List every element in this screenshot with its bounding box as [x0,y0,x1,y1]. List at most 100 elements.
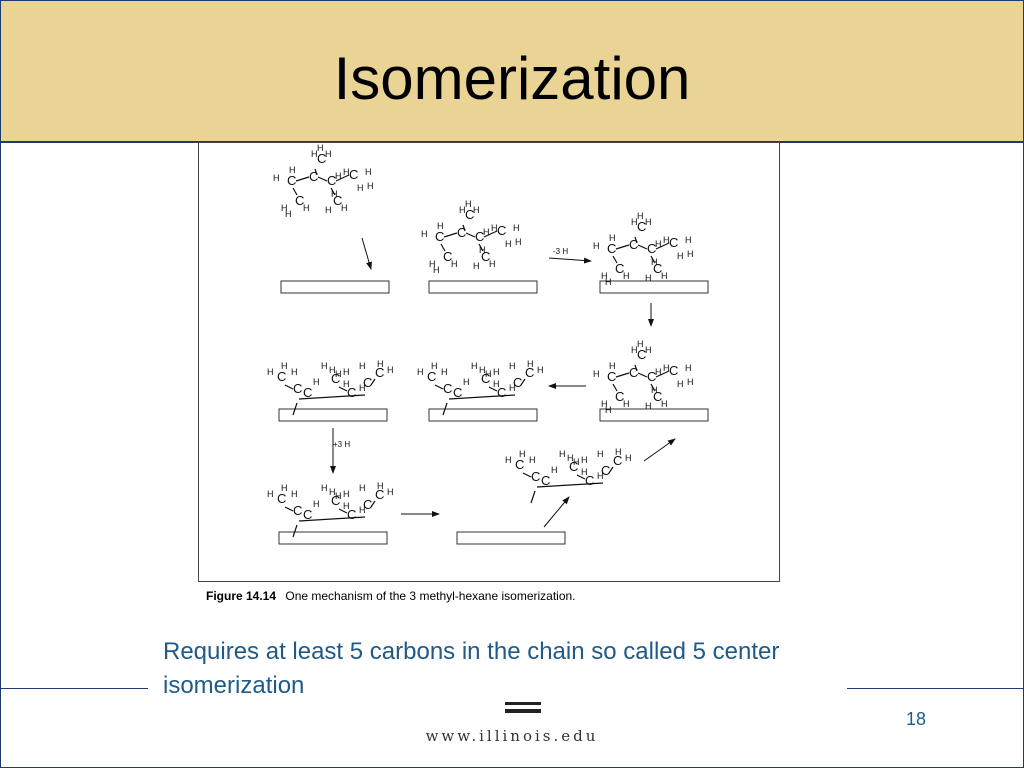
surface-4 [278,408,388,422]
bond [442,402,448,416]
carbon-atom: C [615,389,624,404]
carbon-atom: C [331,493,340,508]
bond [608,466,614,474]
carbon-atom: C [293,381,302,396]
minus-3h-label: -3 H [553,247,568,256]
bond [522,472,532,478]
catalyst-surfaces [278,280,709,545]
carbon-atom: C [333,193,342,208]
bond [637,244,648,250]
hydrogen-atom: H [519,449,526,459]
bond [650,255,656,264]
carbon-atom: C [475,229,484,244]
carbon-atom: C [295,193,304,208]
carbon-atom: C [303,507,312,522]
hydrogen-atom: H [359,483,366,493]
hydrogen-atom: H [527,359,534,369]
hydrogen-atom: H [663,363,670,373]
carbon-atom: C [647,369,656,384]
hydrogen-atom: H [341,203,348,213]
hydrogen-atom: H [321,483,328,493]
hydrogen-atom: H [267,489,274,499]
hydrogen-atom: H [291,367,298,377]
carbon-atom: C [647,241,656,256]
figure-caption-text: One mechanism of the 3 methyl-hexane iso… [285,589,576,603]
hydrogen-atom: H [493,379,500,389]
hydrogen-atom: H [687,377,694,387]
surface-2 [428,280,538,294]
bond [462,224,466,232]
bond [634,236,638,244]
footer-url: www.illinois.edu [425,727,599,745]
carbon-atom: C [427,369,436,384]
hydrogen-atom: H [655,239,662,249]
hydrogen-atom: H [637,211,644,221]
university-logo-icon [505,702,541,713]
hydrogen-atom: H [465,199,472,209]
hydrogen-atom: H [597,449,604,459]
hydrogen-atom: H [625,453,632,463]
bond [292,187,298,196]
hydrogen-atom: H [661,271,668,281]
carbon-atom: C [653,389,662,404]
carbon-atom: C [601,463,610,478]
hydrogen-atom: H [609,361,616,371]
hydrogen-atom: H [459,205,466,215]
hydrogen-atom: H [509,361,516,371]
bond [655,242,670,250]
hydrogen-atom: H [493,367,500,377]
carbon-atom: C [669,363,678,378]
hydrogen-atom: H [273,173,280,183]
hydrogen-atom: H [479,245,486,255]
hydrogen-atom: H [623,399,630,409]
hydrogen-atom: H [593,241,600,251]
hydrogen-atom: H [359,505,366,515]
carbon-atom: C [363,497,372,512]
hydrogen-atom: H [317,143,324,153]
carbon-atom: C [607,241,616,256]
carbon-atom: C [629,365,638,380]
hydrogen-atom: H [645,345,652,355]
body-text: Requires at least 5 carbons in the chain… [163,638,780,699]
figure-caption-label: Figure 14.14 [206,589,277,603]
bond [576,474,586,480]
carbon-atom: C [541,473,550,488]
hydrogen-atom: H [559,449,566,459]
hydrogen-atom: H [489,259,496,269]
hydrogen-atom: H [291,489,298,499]
hydrogen-atom: H [593,369,600,379]
hydrogen-atom: H [505,239,512,249]
surface-5 [428,408,538,422]
carbon-atom: C [435,229,444,244]
hydrogen-atom: H [581,467,588,477]
hydrogen-atom: H [417,367,424,377]
hydrogen-atom: H [687,249,694,259]
hydrogen-atom: H [677,379,684,389]
hydrogen-atom: H [431,361,438,371]
slide-title: Isomerization [333,45,691,112]
hydrogen-atom: H [433,265,440,275]
hydrogen-atom: H [637,339,644,349]
carbon-atom: C [347,507,356,522]
carbon-atom: C [669,235,678,250]
hydrogen-atom: H [685,363,692,373]
hydrogen-atom: H [551,465,558,475]
hydrogen-atom: H [631,217,638,227]
bond [637,372,648,378]
hydrogen-atom: H [471,361,478,371]
hydrogen-atom: H [677,251,684,261]
surface-1 [280,280,390,294]
carbon-atom: C [375,365,384,380]
reaction-arrows [330,237,676,528]
footer-rule-left [1,688,148,689]
hydrogen-atom: H [285,209,292,219]
hydrogen-atom: H [685,235,692,245]
bond [655,370,670,378]
carbon-atom: C [331,371,340,386]
hydrogen-atom: H [437,221,444,231]
hydrogen-atom: H [651,385,658,395]
hydrogen-atom: H [367,181,374,191]
hydrogen-atom: H [513,223,520,233]
bond [295,176,310,182]
